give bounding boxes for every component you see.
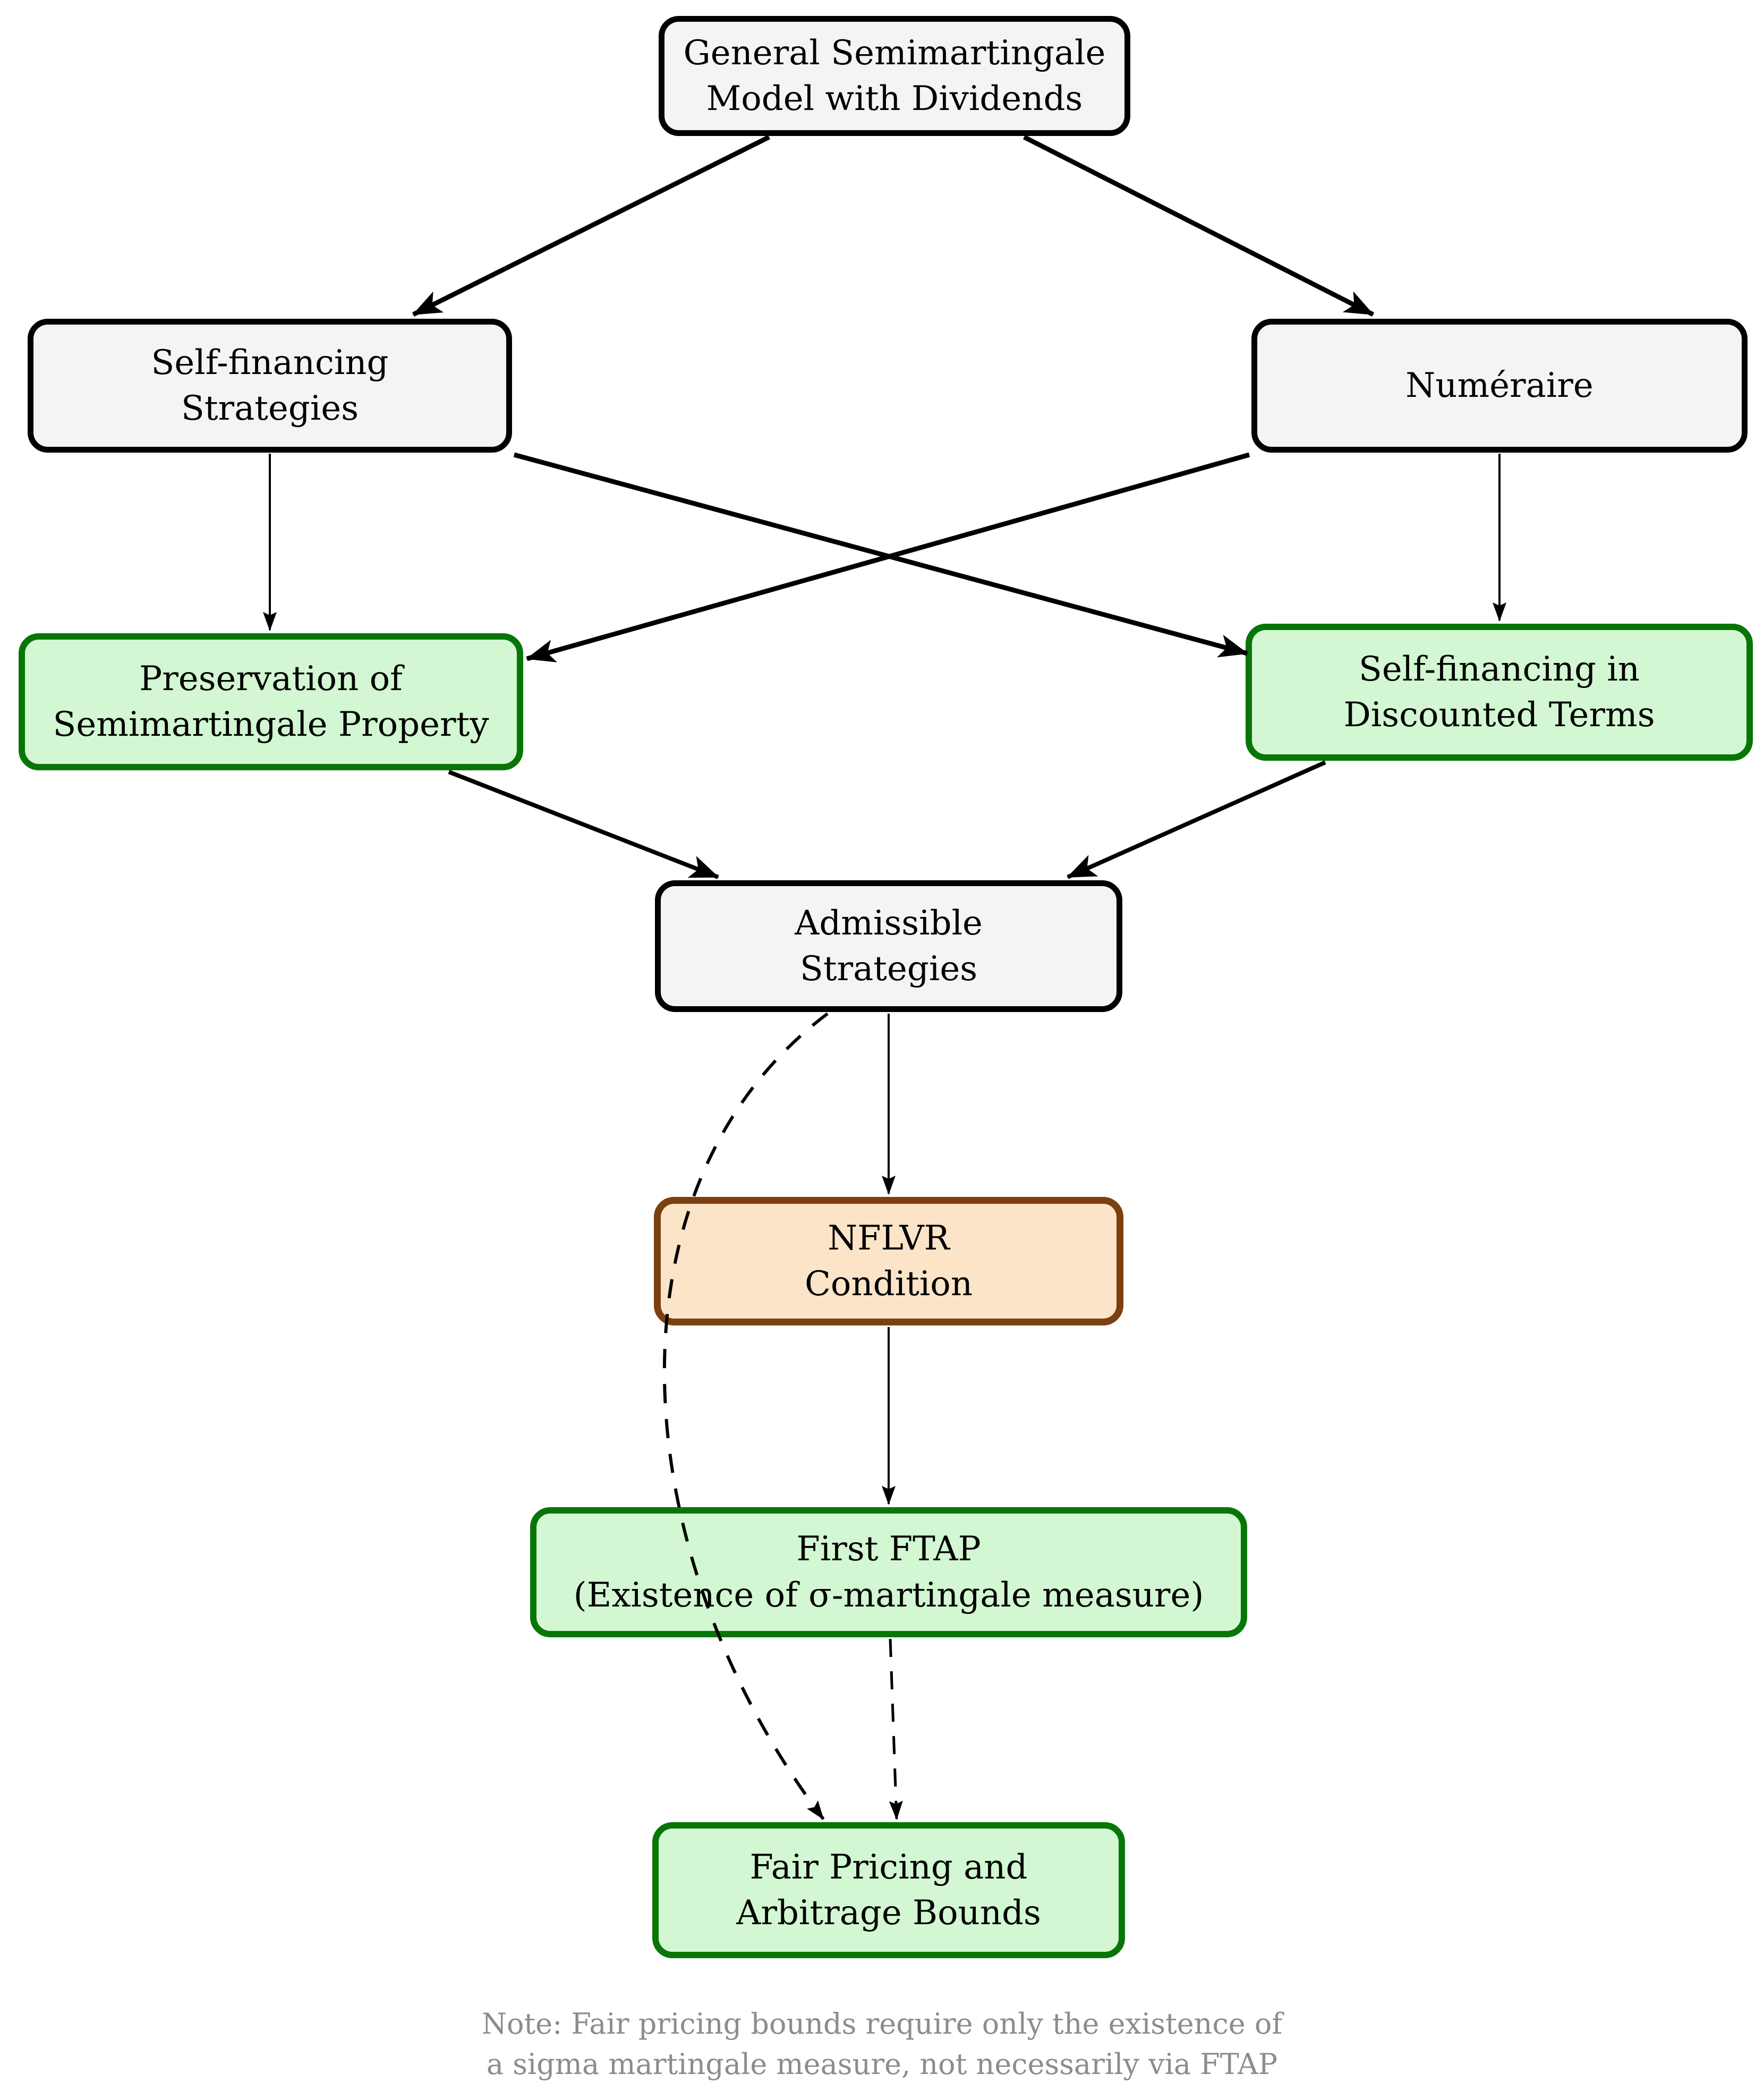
edge-selffinancing-to-discounted <box>513 452 1248 658</box>
node-label-line: Self-financing <box>151 343 389 382</box>
edge-numeraire-to-preservation <box>526 452 1250 662</box>
node-general-semimartingale-model: General Semimartingale Model with Divide… <box>659 16 1130 136</box>
node-admissible-strategies: Admissible Strategies <box>655 880 1122 1012</box>
edge-discounted-to-admissible <box>1067 760 1326 879</box>
node-label-line: Model with Dividends <box>706 79 1083 118</box>
node-label-line: Preservation of <box>139 659 403 699</box>
node-self-financing-discounted-terms: Self-financing in Discounted Terms <box>1246 624 1753 761</box>
node-numeraire: Numéraire <box>1251 319 1748 453</box>
edge-admissible-to-fairpricing-dashed-curve <box>663 1012 829 1820</box>
node-label-line: Strategies <box>181 389 359 428</box>
footnote: Note: Fair pricing bounds require only t… <box>0 2004 1764 2084</box>
node-label-line: Discounted Terms <box>1343 695 1655 735</box>
node-label-line: Strategies <box>799 949 978 989</box>
node-label-line: Condition <box>804 1264 973 1304</box>
node-label-line: General Semimartingale <box>683 33 1106 73</box>
node-label-line: Fair Pricing and <box>749 1847 1028 1887</box>
node-first-ftap: First FTAP (Existence of σ-martingale me… <box>530 1507 1247 1637</box>
node-preservation-semimartingale-property: Preservation of Semimartingale Property <box>19 633 523 770</box>
footnote-line: a sigma martingale measure, not necessar… <box>486 2047 1278 2081</box>
node-label-line: Numéraire <box>1405 366 1593 405</box>
node-label-line: Arbitrage Bounds <box>736 1893 1041 1933</box>
node-label-line: Semimartingale Property <box>53 705 489 744</box>
edge-model-to-numeraire <box>1022 134 1375 317</box>
edge-preservation-to-admissible <box>448 770 719 879</box>
node-fair-pricing-arbitrage-bounds: Fair Pricing and Arbitrage Bounds <box>652 1822 1125 1958</box>
node-nflvr-condition: NFLVR Condition <box>654 1197 1123 1325</box>
node-label-line: NFLVR <box>828 1218 950 1258</box>
node-label-line: First FTAP <box>796 1529 981 1569</box>
edge-model-to-selffinancing <box>412 134 771 317</box>
footnote-line: Note: Fair pricing bounds require only t… <box>481 2007 1283 2041</box>
edge-ftap-to-fairpricing-dashed <box>889 1638 903 1820</box>
node-label-line: (Existence of σ-martingale measure) <box>573 1575 1204 1615</box>
node-self-financing-strategies: Self-financing Strategies <box>28 319 512 453</box>
node-label-line: Self-financing in <box>1358 649 1640 689</box>
node-label-line: Admissible <box>795 903 983 943</box>
